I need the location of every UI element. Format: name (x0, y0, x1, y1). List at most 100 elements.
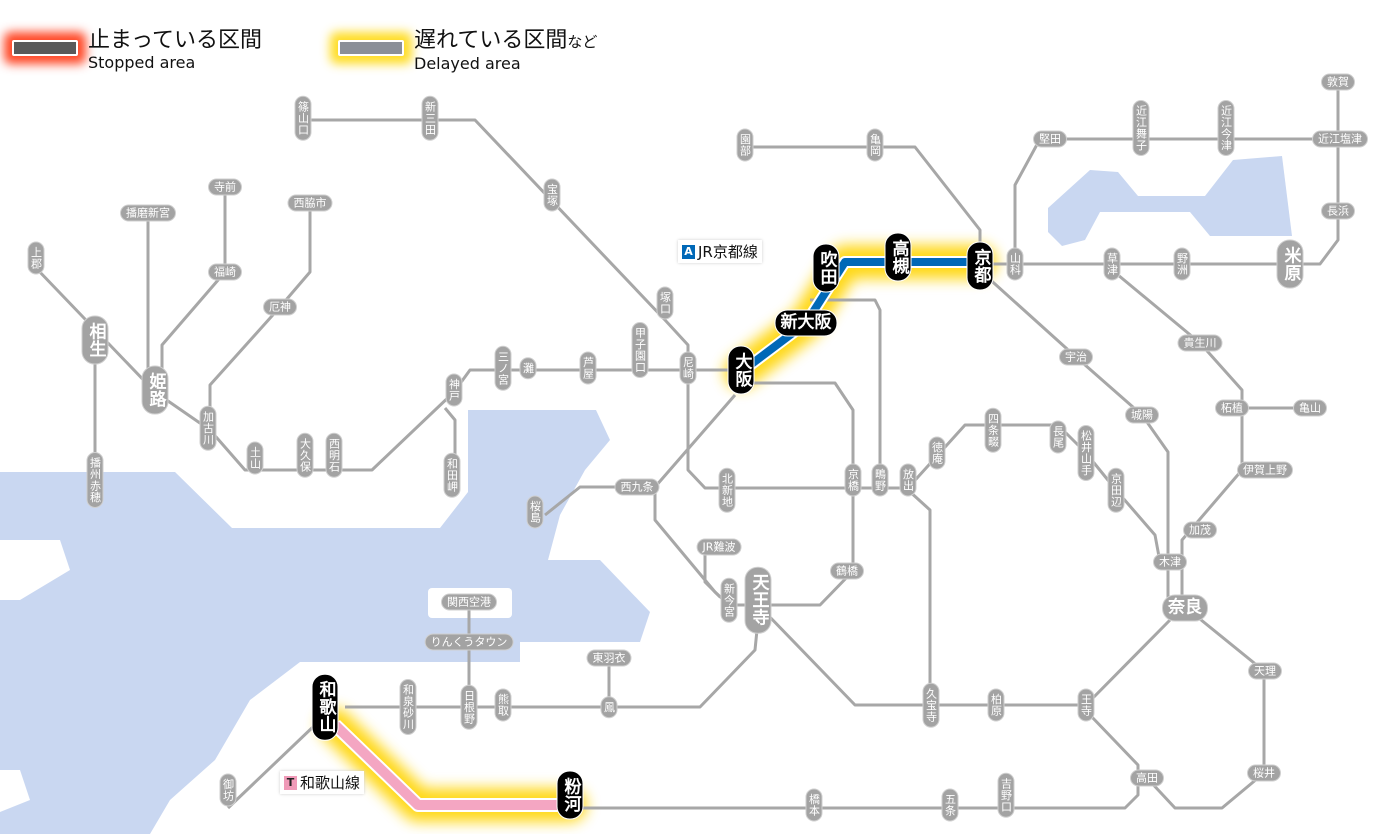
station-omiimazu[interactable]: 近江今津 (1217, 100, 1235, 156)
station-shinimamiya[interactable]: 新今宮 (720, 577, 738, 623)
kyoto-line-label[interactable]: A JR京都線 (678, 240, 762, 263)
station-ashiya[interactable]: 芦屋 (579, 351, 597, 385)
station-yasu[interactable]: 野洲 (1173, 247, 1191, 281)
station-rinkutown[interactable]: りんくうタウン (424, 633, 514, 651)
station-nishikujo[interactable]: 西九条 (614, 478, 660, 496)
line-sakurai (1145, 613, 1266, 810)
station-kansaiairport[interactable]: 関西空港 (441, 593, 497, 611)
line-hanwa (345, 619, 760, 709)
wakayama-line-label[interactable]: T 和歌山線 (280, 771, 365, 794)
station-tokuan[interactable]: 徳庵 (928, 436, 946, 470)
station-kamo[interactable]: 加茂 (1183, 521, 1217, 539)
station-sakurajima[interactable]: 桜島 (526, 495, 544, 529)
station-jrnamba[interactable]: JR難波 (696, 538, 742, 556)
station-nishiakashi[interactable]: 西明石 (325, 432, 343, 478)
station-shinsanda[interactable]: 新三田 (421, 95, 439, 141)
station-sakurai[interactable]: 桜井 (1247, 764, 1281, 782)
station-omishiotsu[interactable]: 近江塩津 (1312, 130, 1368, 148)
station-aioi[interactable]: 相生 (81, 315, 109, 365)
station-higashihagoromo[interactable]: 東羽衣 (586, 649, 632, 667)
kyoto-line-badge: A (682, 244, 695, 259)
station-wadamisaki[interactable]: 和田岬 (443, 452, 461, 498)
station-amagasaki[interactable]: 尼崎 (679, 351, 697, 385)
station-tsuruhashi[interactable]: 鶴橋 (830, 562, 864, 580)
line-kosei (1013, 137, 1340, 264)
station-gojo[interactable]: 五条 (941, 788, 959, 822)
station-maibara[interactable]: 米原 (1276, 239, 1304, 289)
station-yamashina[interactable]: 山科 (1006, 247, 1024, 281)
station-nagao[interactable]: 長尾 (1049, 420, 1067, 454)
station-shigino[interactable]: 鴫野 (871, 463, 889, 497)
station-koshienguchi[interactable]: 甲子園口 (631, 322, 649, 378)
station-suita[interactable]: 吹田 (812, 243, 840, 293)
station-wakayama[interactable]: 和歌山 (311, 673, 339, 741)
station-takada[interactable]: 高田 (1130, 769, 1164, 787)
station-sonobe[interactable]: 園部 (736, 128, 754, 162)
station-teramae[interactable]: 寺前 (208, 178, 242, 196)
station-kamigori[interactable]: 上郡 (27, 241, 45, 275)
station-sasayamaguchi[interactable]: 篠山口 (294, 95, 312, 141)
station-nishiwakishi[interactable]: 西脇市 (287, 194, 333, 212)
station-kumatori[interactable]: 熊取 (494, 688, 512, 722)
station-shijonawate[interactable]: 四条畷 (984, 407, 1002, 453)
station-kashiwara[interactable]: 柏原 (987, 688, 1005, 722)
station-kitashinchi[interactable]: 北新地 (718, 467, 736, 513)
station-matsuiyamate[interactable]: 松井山手 (1077, 425, 1095, 481)
station-kobe[interactable]: 神戸 (445, 373, 463, 407)
station-banshuako[interactable]: 播州赤穂 (86, 452, 104, 508)
legend-stopped-ja: 止まっている区間 (88, 28, 263, 53)
station-kyoto[interactable]: 京都 (966, 241, 994, 291)
station-kibukawa[interactable]: 貴生川 (1177, 334, 1223, 352)
station-otori[interactable]: 鳳 (600, 696, 618, 718)
station-hineno[interactable]: 日根野 (460, 684, 478, 730)
station-igaueno[interactable]: 伊賀上野 (1237, 461, 1293, 479)
station-hashimoto[interactable]: 橋本 (805, 788, 823, 822)
station-sannomiya[interactable]: 三ノ宮 (494, 345, 512, 391)
station-tsuge[interactable]: 柘植 (1215, 399, 1249, 417)
osaka-bay (0, 410, 650, 834)
station-tennoji[interactable]: 天王寺 (744, 566, 772, 634)
station-fukusaki[interactable]: 福崎 (208, 263, 242, 281)
line-osaka-higashi (810, 298, 882, 490)
kyoto-line[interactable] (738, 258, 980, 376)
station-okubo[interactable]: 大久保 (296, 432, 314, 478)
line-tozai-gakkentoshi (705, 423, 1162, 563)
station-gobo[interactable]: 御坊 (219, 773, 237, 807)
station-kyobashi[interactable]: 京橋 (844, 463, 862, 497)
wakayama-line-name: 和歌山線 (300, 774, 361, 792)
station-kizu[interactable]: 木津 (1153, 553, 1187, 571)
awaji-land (0, 540, 70, 600)
station-harimashingu[interactable]: 播磨新宮 (120, 204, 176, 222)
station-yoshinoguchi[interactable]: 吉野口 (997, 772, 1015, 818)
station-yakujin[interactable]: 厄神 (263, 298, 297, 316)
station-joyo[interactable]: 城陽 (1125, 406, 1159, 424)
station-uji[interactable]: 宇治 (1059, 348, 1093, 366)
station-takarazuka[interactable]: 宝塚 (543, 178, 561, 212)
station-takatsuki[interactable]: 高槻 (884, 232, 912, 282)
station-kokawa[interactable]: 粉河 (556, 770, 584, 820)
station-katata[interactable]: 堅田 (1033, 130, 1067, 148)
station-himeji[interactable]: 姫路 (141, 365, 169, 415)
station-tenri[interactable]: 天理 (1248, 662, 1282, 680)
station-tsuchiyama[interactable]: 土山 (246, 441, 264, 475)
station-nara[interactable]: 奈良 (1162, 594, 1208, 622)
station-kusatsu[interactable]: 草津 (1103, 247, 1121, 281)
station-tsukaguchi[interactable]: 塚口 (656, 286, 674, 320)
station-osaka[interactable]: 大阪 (727, 345, 755, 395)
station-tsuruga[interactable]: 敦賀 (1321, 73, 1355, 91)
line-kusatsu (1111, 268, 1244, 608)
station-omimaiko[interactable]: 近江舞子 (1132, 100, 1150, 156)
station-kameyama[interactable]: 亀山 (1293, 399, 1327, 417)
station-hanaten[interactable]: 放出 (899, 463, 917, 497)
station-izumisunagawa[interactable]: 和泉砂川 (399, 679, 417, 735)
station-kyuhoji[interactable]: 久宝寺 (922, 682, 940, 728)
station-kakogawa[interactable]: 加古川 (199, 405, 217, 451)
wakayama-line[interactable] (331, 721, 570, 810)
station-shinosaka[interactable]: 新大阪 (774, 309, 838, 337)
station-nagahama[interactable]: 長浜 (1321, 202, 1355, 220)
station-kameoka[interactable]: 亀岡 (866, 128, 884, 162)
station-kyotanabe[interactable]: 京田辺 (1107, 467, 1125, 513)
station-nada[interactable]: 灘 (519, 357, 537, 379)
station-oji[interactable]: 王寺 (1077, 688, 1095, 722)
